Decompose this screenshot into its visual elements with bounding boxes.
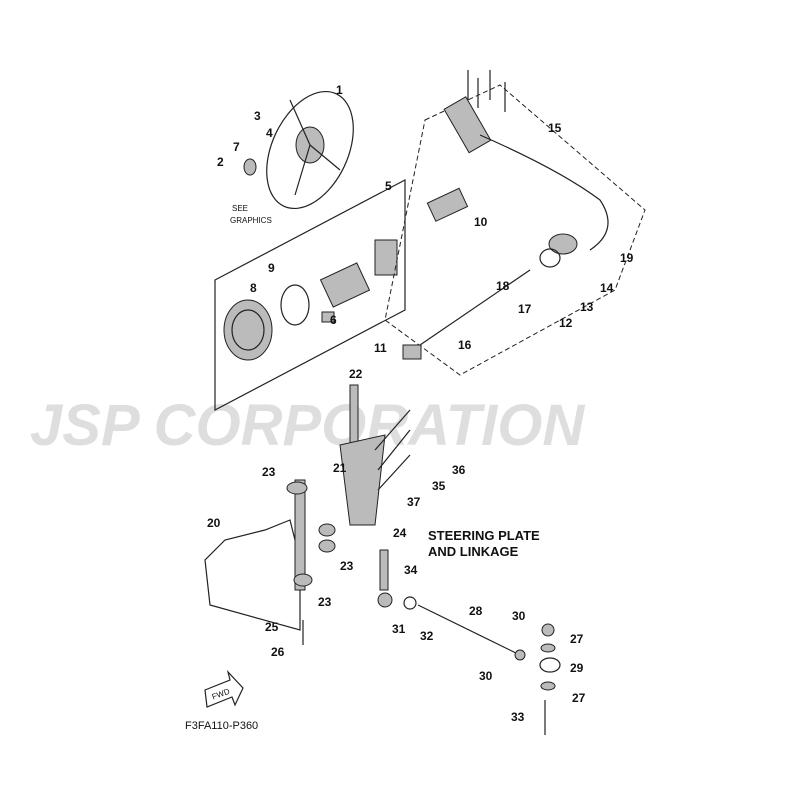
callout-5: 5 xyxy=(385,179,392,193)
callout-22: 22 xyxy=(349,367,363,381)
callout-21: 21 xyxy=(333,461,347,475)
callout-30: 30 xyxy=(479,669,493,683)
callout-27: 27 xyxy=(570,632,584,646)
callout-12: 12 xyxy=(559,316,573,330)
callout-14: 14 xyxy=(600,281,614,295)
callout-19: 19 xyxy=(620,251,634,265)
callout-31: 31 xyxy=(392,622,406,636)
steering-cable xyxy=(402,96,609,360)
note-line: SEE xyxy=(232,204,248,213)
cable-bolts xyxy=(467,70,506,112)
callout-9: 9 xyxy=(268,261,275,275)
callout-18: 18 xyxy=(496,279,510,293)
section-title: AND LINKAGE xyxy=(428,544,519,559)
callout-4: 4 xyxy=(266,126,273,140)
callout-26: 26 xyxy=(271,645,285,659)
callout-8: 8 xyxy=(250,281,257,295)
callout-23: 23 xyxy=(262,465,276,479)
callout-29: 29 xyxy=(570,661,584,675)
callout-7: 7 xyxy=(233,140,240,154)
callout-11: 11 xyxy=(374,341,387,355)
helm-assembly-frame xyxy=(214,179,406,411)
steering-wheel xyxy=(243,90,354,210)
helm-unit xyxy=(223,239,398,361)
callout-24: 24 xyxy=(393,526,407,540)
callout-2: 2 xyxy=(217,155,224,169)
callout-20: 20 xyxy=(207,516,221,530)
callout-25: 25 xyxy=(265,620,279,634)
callout-15: 15 xyxy=(548,121,562,135)
callout-33: 33 xyxy=(511,710,525,724)
section-title: STEERING PLATE xyxy=(428,528,540,543)
callout-17: 17 xyxy=(518,302,532,316)
callout-27: 27 xyxy=(572,691,586,705)
figure-code: F3FA110-P360 xyxy=(185,720,258,732)
callout-34: 34 xyxy=(404,563,418,577)
steering-plate xyxy=(204,384,561,735)
watermark: JSP CORPORATION xyxy=(30,393,585,458)
callout-23: 23 xyxy=(340,559,354,573)
callout-35: 35 xyxy=(432,479,446,493)
callout-10: 10 xyxy=(474,215,488,229)
fwd-arrow-icon: FWD xyxy=(204,669,244,708)
callout-23: 23 xyxy=(318,595,332,609)
note-line: GRAPHICS xyxy=(230,216,272,225)
callout-13: 13 xyxy=(580,300,594,314)
callout-36: 36 xyxy=(452,463,466,477)
callout-37: 37 xyxy=(407,495,421,509)
callout-1: 1 xyxy=(336,83,343,97)
callout-16: 16 xyxy=(458,338,472,352)
callout-28: 28 xyxy=(469,604,483,618)
callout-30: 30 xyxy=(512,609,526,623)
callout-3: 3 xyxy=(254,109,261,123)
callout-6: 6 xyxy=(330,313,337,327)
svg-text:FWD: FWD xyxy=(211,687,231,702)
steering-cable-box xyxy=(384,84,646,376)
callout-32: 32 xyxy=(420,629,434,643)
